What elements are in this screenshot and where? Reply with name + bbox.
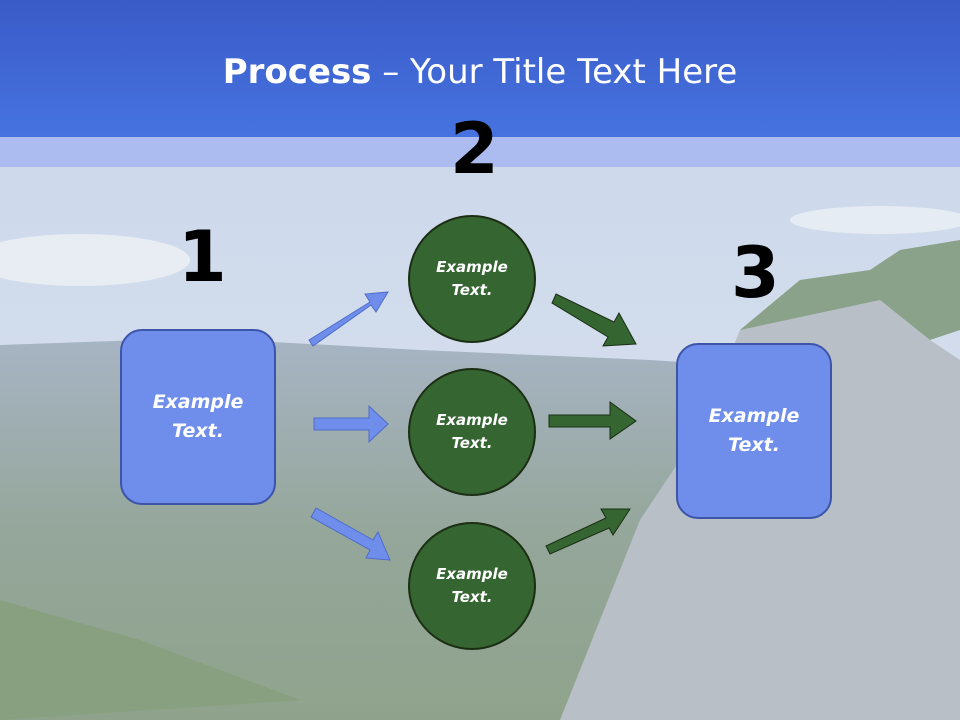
right-box-line1: Example — [708, 405, 800, 427]
arrow-right — [313, 404, 389, 444]
arrow-green-up-right — [545, 508, 631, 555]
step-number-1: 1 — [178, 216, 227, 298]
arrow-up-right — [308, 291, 389, 347]
slide-title: Process – Your Title Text Here — [0, 52, 960, 92]
circle-bottom-line1: Example — [436, 565, 508, 583]
title-bold: Process — [222, 52, 372, 92]
arrow-green-right — [548, 401, 637, 440]
step-number-3: 3 — [731, 232, 780, 314]
step-number-2: 2 — [450, 108, 499, 190]
circle-top-line2: Text. — [451, 281, 493, 299]
title-rest: – Your Title Text Here — [371, 52, 738, 92]
left-box-line1: Example — [152, 391, 244, 413]
title-bar — [0, 0, 960, 137]
title-band — [0, 137, 960, 167]
circle-bottom-line2: Text. — [451, 588, 493, 606]
arrow-down-right — [310, 507, 391, 561]
circle-top-line1: Example — [436, 258, 508, 276]
left-box-line2: Text. — [172, 420, 224, 442]
circle-middle-line2: Text. — [451, 434, 493, 452]
arrow-green-down-right — [551, 293, 637, 347]
circle-middle-line1: Example — [436, 411, 508, 429]
right-box-line2: Text. — [728, 434, 780, 456]
